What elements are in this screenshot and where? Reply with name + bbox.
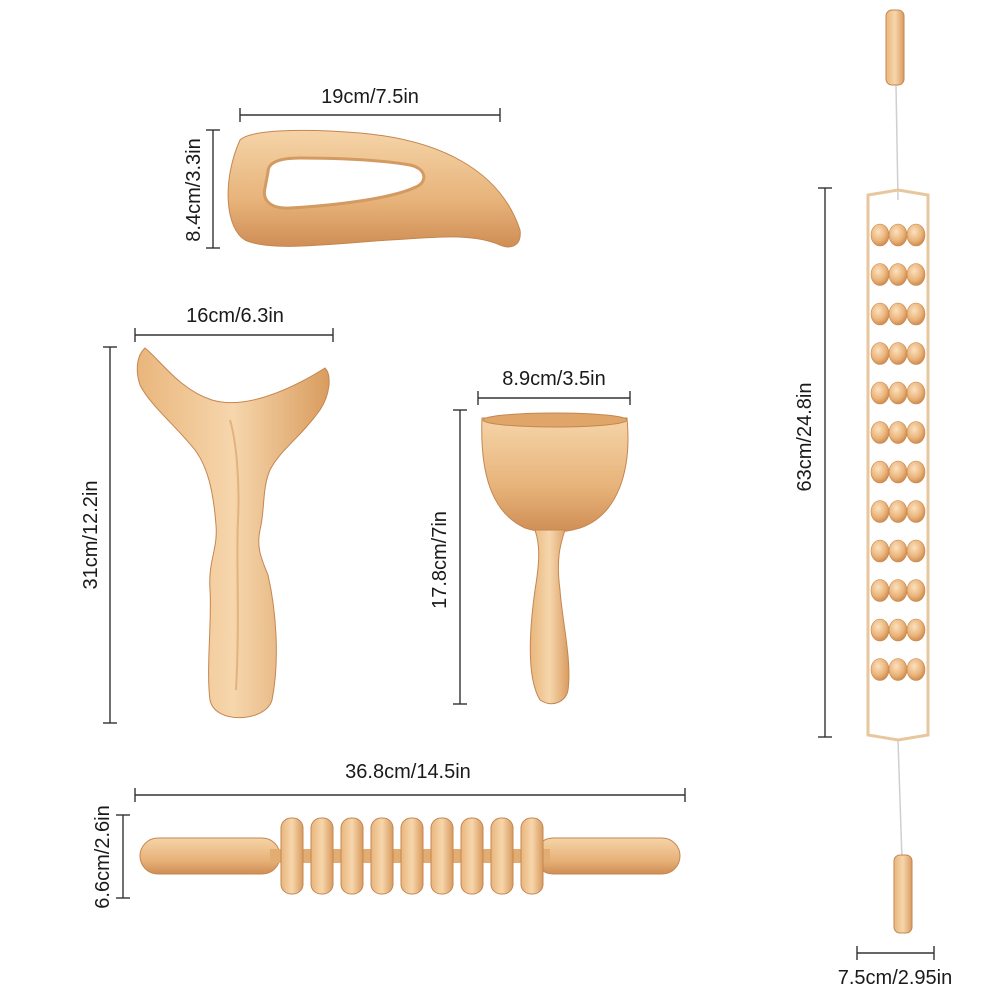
roller-height-label: 6.6cm/2.6in xyxy=(92,805,114,908)
wooden-bead xyxy=(870,302,890,326)
wooden-bead xyxy=(906,263,926,286)
lymphatic-paddle xyxy=(227,129,521,248)
wooden-bead xyxy=(870,421,890,444)
roller-wheel xyxy=(430,817,454,895)
roller-wheel xyxy=(280,817,304,895)
rope-height-dimension: 63cm/24.8in xyxy=(794,187,832,738)
board-width-label: 16cm/6.3in xyxy=(186,305,284,327)
wooden-bead xyxy=(888,223,908,247)
paddle-height-label: 8.4cm/3.3in xyxy=(183,138,205,241)
paddle-width-dimension: 19cm/7.5in xyxy=(239,86,501,122)
wooden-bead xyxy=(870,539,890,563)
cup-height-label: 17.8cm/7in xyxy=(429,511,451,609)
roller-width-label: 36.8cm/14.5in xyxy=(345,761,471,783)
rope-width-dimension: 7.5cm/2.95in xyxy=(838,946,953,989)
wooden-bead xyxy=(870,618,890,642)
cup-width-dimension: 8.9cm/3.5in xyxy=(477,368,631,405)
roller-stick xyxy=(139,817,681,895)
paddle-height-dimension: 8.4cm/3.3in xyxy=(183,129,220,249)
wooden-bead xyxy=(888,263,908,286)
rope-width-label: 7.5cm/2.95in xyxy=(838,967,953,989)
roller-wheel xyxy=(310,817,334,895)
wooden-bead xyxy=(870,500,890,523)
roller-width-dimension: 36.8cm/14.5in xyxy=(134,761,686,802)
y-sculpting-board xyxy=(136,347,330,719)
wooden-bead xyxy=(870,579,890,602)
wooden-bead xyxy=(870,342,890,365)
roller-wheel xyxy=(400,817,424,895)
roller-wheels xyxy=(280,817,544,895)
cup-width-label: 8.9cm/3.5in xyxy=(502,368,605,390)
wooden-bead xyxy=(906,500,926,523)
wooden-bead xyxy=(888,460,908,484)
wooden-bead xyxy=(888,658,908,681)
massage-cup xyxy=(481,412,629,705)
wooden-bead xyxy=(888,618,908,642)
wooden-bead xyxy=(906,342,926,365)
roller-wheel xyxy=(490,817,514,895)
paddle-width-label: 19cm/7.5in xyxy=(321,86,419,108)
roller-height-dimension: 6.6cm/2.6in xyxy=(92,805,130,909)
wooden-bead xyxy=(888,579,908,602)
board-height-label: 31cm/12.2in xyxy=(80,481,102,590)
wooden-bead xyxy=(870,223,890,247)
wooden-bead xyxy=(888,500,908,523)
top-handle xyxy=(885,9,905,86)
back-roller-rope xyxy=(866,9,930,934)
wooden-bead xyxy=(906,302,926,326)
wooden-bead xyxy=(870,263,890,286)
wooden-bead xyxy=(906,381,926,405)
wooden-bead xyxy=(906,460,926,484)
wooden-bead xyxy=(906,579,926,602)
wooden-bead xyxy=(888,342,908,365)
bead-rows xyxy=(870,223,926,681)
wooden-bead xyxy=(870,658,890,681)
roller-wheel xyxy=(370,817,394,895)
roller-wheel xyxy=(520,817,544,895)
cup-height-dimension: 17.8cm/7in xyxy=(429,409,467,705)
wooden-bead xyxy=(870,460,890,484)
wooden-bead xyxy=(906,223,926,247)
wooden-bead xyxy=(888,381,908,405)
board-height-dimension: 31cm/12.2in xyxy=(80,346,117,724)
roller-wheel xyxy=(460,817,484,895)
rope-height-label: 63cm/24.8in xyxy=(794,383,816,492)
wooden-bead xyxy=(906,618,926,642)
wooden-bead xyxy=(888,539,908,563)
wooden-bead xyxy=(906,658,926,681)
wooden-bead xyxy=(870,381,890,405)
wooden-bead xyxy=(906,421,926,444)
bottom-handle xyxy=(893,854,913,934)
roller-wheel xyxy=(340,817,364,895)
board-width-dimension: 16cm/6.3in xyxy=(134,305,334,342)
wooden-bead xyxy=(888,421,908,444)
wooden-bead xyxy=(888,302,908,326)
wooden-bead xyxy=(906,539,926,563)
